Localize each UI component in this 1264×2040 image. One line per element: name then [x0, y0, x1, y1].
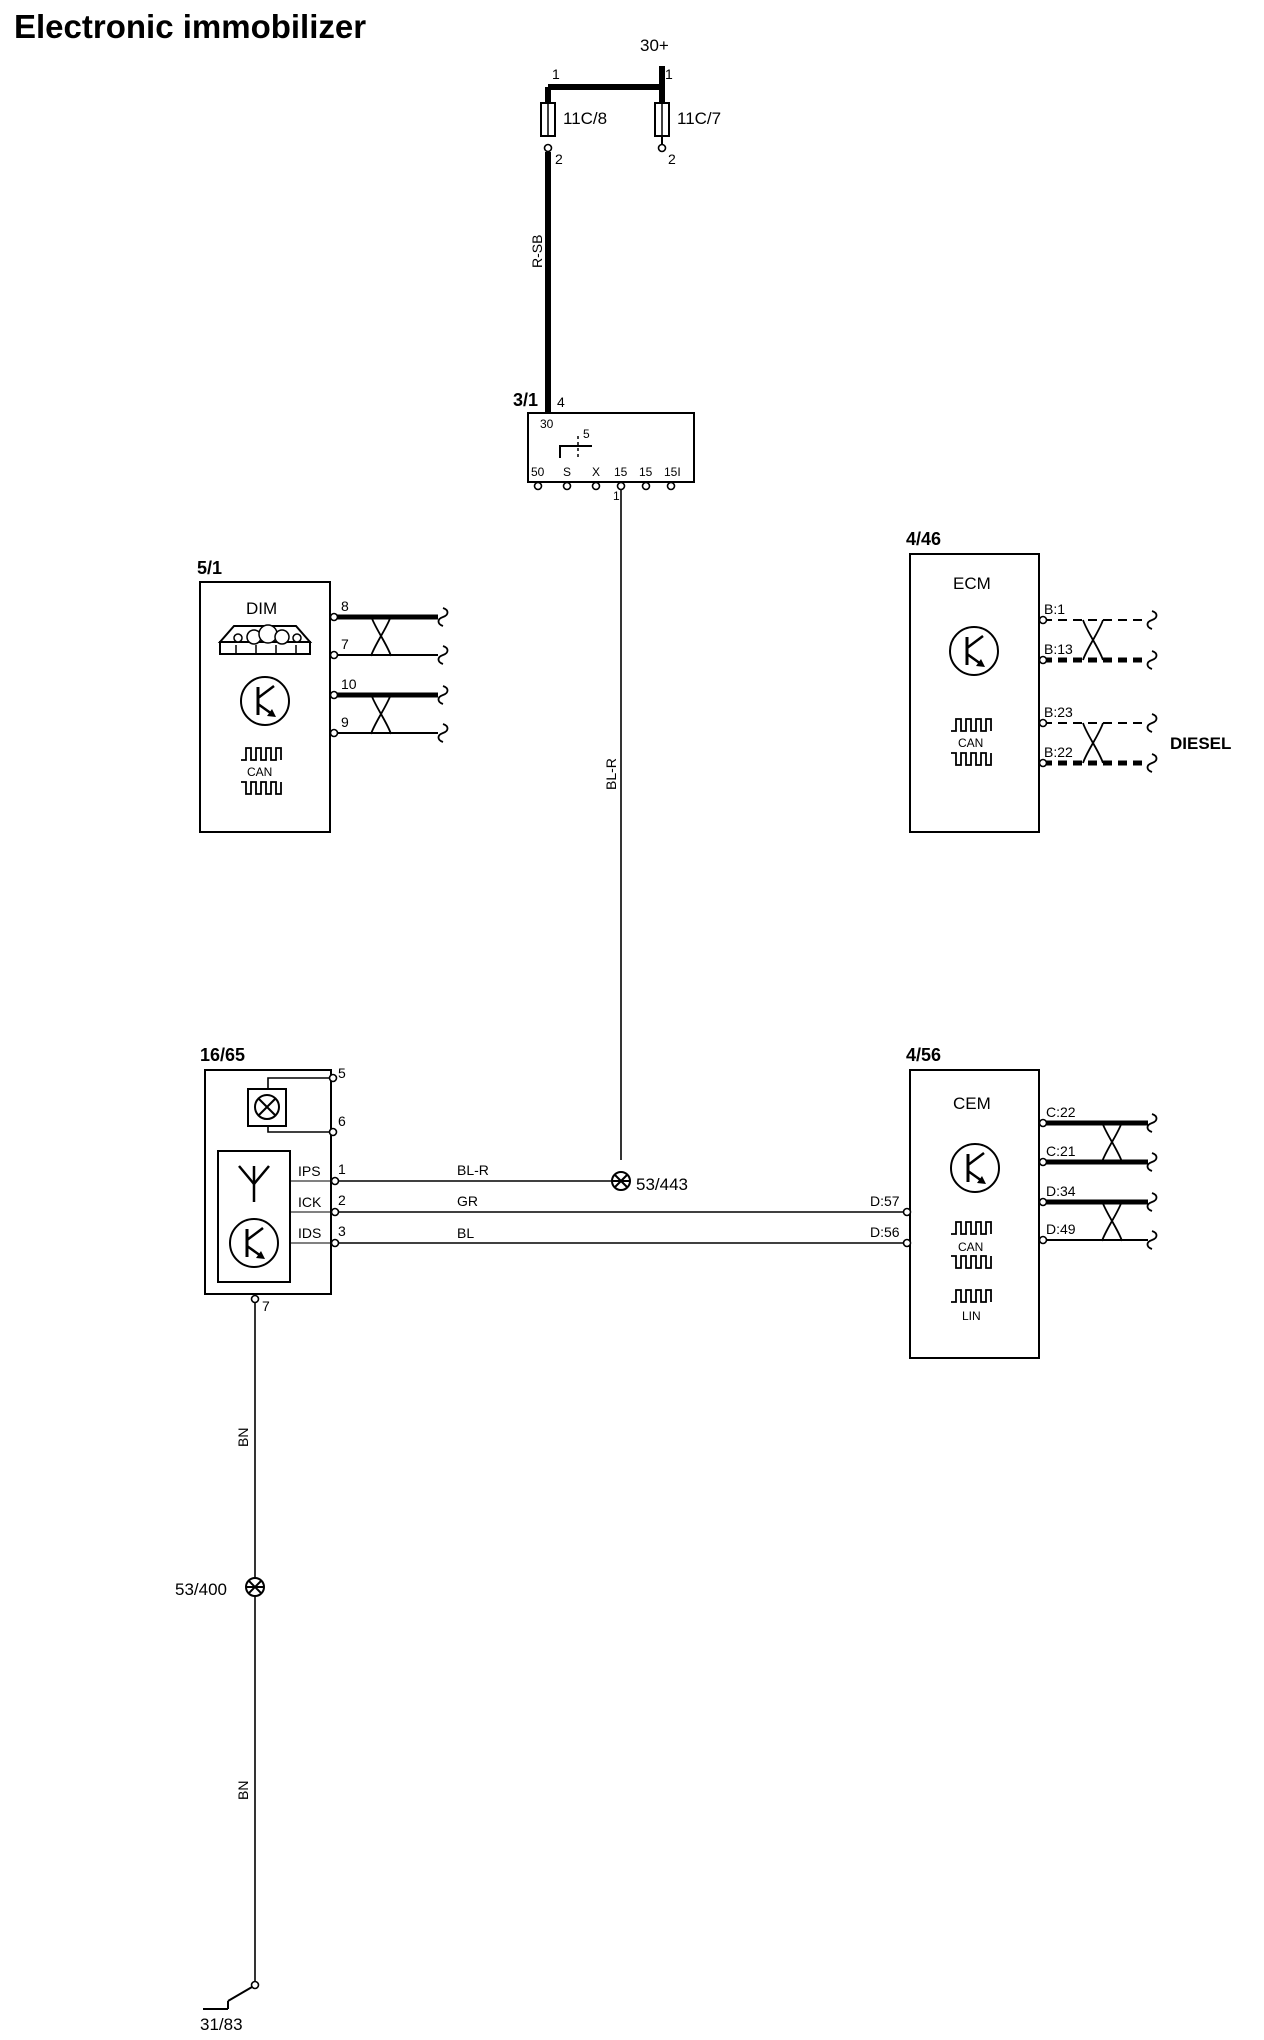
cem-transistor-icon: [949, 1142, 1001, 1194]
ignition-switch: 3/1 4 30 5 50 S X 15 15 15I 1: [513, 390, 695, 503]
wire-bn-upper-label: BN: [235, 1428, 251, 1447]
lamp-icon: [254, 1094, 280, 1120]
instrument-cluster-icon: [217, 624, 313, 655]
dim-pin-8: 8: [341, 598, 349, 614]
immobilizer-pin-3: 3: [338, 1223, 346, 1239]
wire-bn-lower-label: BN: [235, 1781, 251, 1800]
cem-lin-label: LIN: [962, 1309, 981, 1323]
immobilizer-module: 16/65 5 6 IPS ICK IDS 1 2: [200, 1045, 346, 1314]
switch-contact-icon: [559, 445, 592, 458]
dim-pin-10: 10: [341, 676, 357, 692]
twisted-pair-icon: [1082, 619, 1104, 661]
page-title: Electronic immobilizer: [14, 8, 366, 45]
fuse-block: 30+ 1 11C/8 2 1 11C/7 2: [540, 36, 721, 167]
dim-name: DIM: [246, 599, 277, 618]
immobilizer-transistor-icon: [228, 1217, 280, 1269]
immobilizer-pin-2: 2: [338, 1192, 346, 1208]
fuse-11c7-pin-bottom: 2: [668, 151, 676, 167]
immobilizer-ref: 16/65: [200, 1045, 245, 1065]
wire-blr-vertical-label: BL-R: [603, 758, 619, 790]
ignition-pin-4: 4: [557, 394, 565, 410]
ecm-pin-b1: B:1: [1044, 601, 1065, 617]
splice-icon: [245, 1577, 265, 1597]
ignition-pin-out: 1: [613, 489, 620, 503]
cem-pin-c21: C:21: [1046, 1143, 1076, 1159]
cem-pin-d56: D:56: [870, 1224, 900, 1240]
wire-rsb-label: R-SB: [529, 235, 545, 268]
splice-icon: [611, 1171, 631, 1191]
ecm-transistor-icon: [948, 625, 1000, 677]
signal-ick-label: ICK: [298, 1194, 322, 1210]
fuse-11c8-label: 11C/8: [563, 109, 607, 128]
cem-can-label: CAN: [958, 1240, 983, 1254]
cem-ref: 4/56: [906, 1045, 941, 1065]
fuse-11c7-pin-top: 1: [665, 66, 673, 82]
cem-pin-d57: D:57: [870, 1193, 900, 1209]
immobilizer-pin-6: 6: [338, 1113, 346, 1129]
wire-blr-label: BL-R: [457, 1162, 489, 1178]
dim-module: 5/1 DIM CAN 8 7 10 9: [197, 558, 449, 833]
twisted-pair-icon: [1082, 722, 1104, 764]
splice-53-400-label: 53/400: [175, 1580, 227, 1599]
cem-module: 4/56 CEM CAN LIN D:57 D:56 C:22 C:21 D:3…: [870, 1045, 1158, 1359]
ecm-diesel-note: DIESEL: [1170, 734, 1231, 753]
ecm-module: 4/46 ECM CAN B:1 B:13 B:23 B:22 DIESEL: [906, 529, 1231, 833]
fuse-11c8-pin-bottom: 2: [555, 151, 563, 167]
cem-name: CEM: [953, 1094, 991, 1113]
ecm-pin-b13: B:13: [1044, 641, 1073, 657]
twisted-pair-icon: [370, 693, 392, 735]
ignition-term-s: S: [563, 465, 571, 479]
ecm-name: ECM: [953, 574, 991, 593]
splice-53-443-label: 53/443: [636, 1175, 688, 1194]
ignition-term-x: X: [592, 465, 600, 479]
wire-gr-label: GR: [457, 1193, 478, 1209]
ground-label: 31/83: [200, 2015, 243, 2034]
twisted-pair-icon: [370, 615, 392, 657]
immobilizer-pin-1: 1: [338, 1161, 346, 1177]
ecm-pin-b23: B:23: [1044, 704, 1073, 720]
ecm-pin-b22: B:22: [1044, 744, 1073, 760]
ignition-pin-5: 5: [583, 427, 590, 441]
supply-label: 30+: [640, 36, 669, 55]
dim-pin-9: 9: [341, 714, 349, 730]
dim-can-label: CAN: [247, 765, 272, 779]
fuse-11c8-pin-top: 1: [552, 66, 560, 82]
ignition-term-15i: 15I: [664, 465, 681, 479]
cem-pin-c22: C:22: [1046, 1104, 1076, 1120]
immobilizer-pin-7: 7: [262, 1298, 270, 1314]
dim-ref: 5/1: [197, 558, 222, 578]
ignition-term-15b: 15: [639, 465, 653, 479]
cem-pin-d34: D:34: [1046, 1183, 1076, 1199]
ecm-ref: 4/46: [906, 529, 941, 549]
dim-transistor-icon: [239, 675, 291, 727]
twisted-pair-icon: [1101, 1200, 1123, 1242]
signal-ips-label: IPS: [298, 1163, 321, 1179]
fuse-11c7-label: 11C/7: [677, 109, 721, 128]
cem-pin-d49: D:49: [1046, 1221, 1076, 1237]
ignition-term-15a: 15: [614, 465, 628, 479]
wire-bl-label: BL: [457, 1225, 474, 1241]
dim-pin-7: 7: [341, 636, 349, 652]
ignition-pin-30: 30: [540, 417, 554, 431]
ignition-ref: 3/1: [513, 390, 538, 410]
ignition-term-50: 50: [531, 465, 545, 479]
cem-lin-wave-icon: [951, 1289, 992, 1303]
ground-icon: [203, 1986, 253, 2010]
immobilizer-pin-5: 5: [338, 1065, 346, 1081]
signal-ids-label: IDS: [298, 1225, 321, 1241]
antenna-icon: [238, 1165, 270, 1202]
twisted-pair-icon: [1101, 1121, 1123, 1163]
ecm-can-label: CAN: [958, 736, 983, 750]
